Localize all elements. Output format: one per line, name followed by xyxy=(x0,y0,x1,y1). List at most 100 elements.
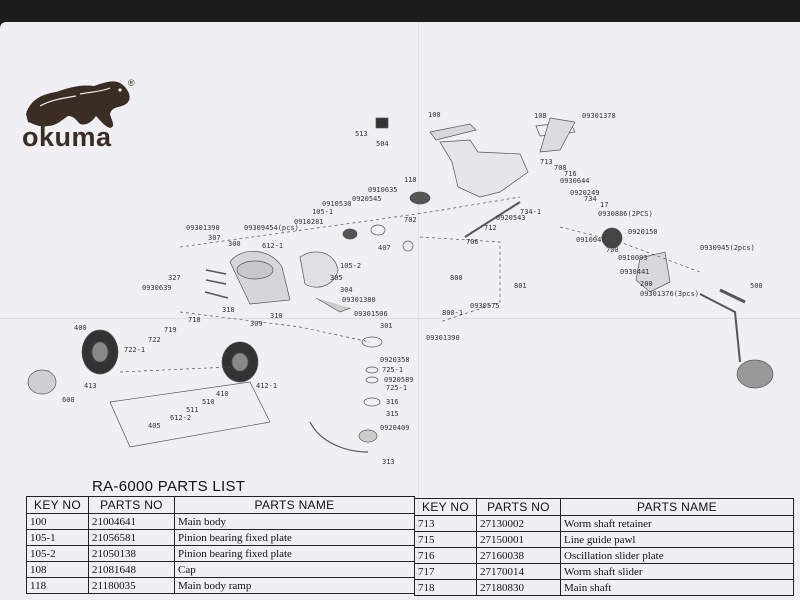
parts-list-title: RA-6000 PARTS LIST xyxy=(92,478,246,495)
page-fold-horizontal xyxy=(0,318,800,319)
parts-name-cell: Main shaft xyxy=(560,579,794,596)
parts-name-cell: Oscillation slider plate xyxy=(560,547,794,564)
callout-label: 0930639 xyxy=(142,284,172,292)
callout-label: 09309454(pcs) xyxy=(244,224,299,232)
callout-label: 105-1 xyxy=(312,208,333,216)
callout-label: 108 xyxy=(534,112,547,120)
callout-label: 412-1 xyxy=(256,382,277,390)
callout-label: 118 xyxy=(404,176,417,184)
callout-label: 200 xyxy=(640,280,653,288)
parts-name-cell: Main body ramp xyxy=(174,577,415,594)
key-cell: 718 xyxy=(414,579,477,596)
registered-mark: ® xyxy=(128,78,135,88)
exploded-parts-diagram: 100 108 09301378 513 504 713 708 716 093… xyxy=(27,111,774,466)
parts-name-cell: Main body xyxy=(174,513,415,530)
callout-label: 0920545 xyxy=(352,195,382,203)
parts-no-cell: 27180830 xyxy=(476,579,561,596)
callout-label: 0920589 xyxy=(384,376,414,384)
key-cell: 716 xyxy=(414,547,477,564)
parts-no-cell: 27170014 xyxy=(476,563,561,580)
parts-name-cell: Pinion bearing fixed plate xyxy=(174,529,415,546)
callout-label: 708 xyxy=(554,164,567,172)
callout-label: 0920409 xyxy=(380,424,410,432)
callout-label: 612-1 xyxy=(262,242,283,250)
callout-label: 0920249 xyxy=(570,189,600,197)
parts-name-cell: Worm shaft retainer xyxy=(560,515,794,532)
column-header: PARTS NO xyxy=(476,498,561,516)
callout-label: 0910093 xyxy=(618,254,648,262)
callout-label: 313 xyxy=(382,458,395,466)
brand-wordmark: okuma xyxy=(22,122,112,152)
callout-label: 600 xyxy=(62,396,75,404)
callout-label: 801 xyxy=(514,282,527,290)
callout-label: 327 xyxy=(168,274,181,282)
callout-label: 734-1 xyxy=(520,208,541,216)
callout-label: 725-1 xyxy=(386,384,407,392)
parts-no-cell: 21056581 xyxy=(88,529,175,546)
callout-label: 304 xyxy=(340,286,353,294)
callout-label: 716 xyxy=(564,170,577,178)
column-header: PARTS NAME xyxy=(560,498,794,516)
callout-label: 722 xyxy=(148,336,161,344)
callout-label: 310 xyxy=(270,312,283,320)
callout-label: 500 xyxy=(750,282,763,290)
key-cell: 118 xyxy=(26,577,89,594)
parts-name-cell: Pinion bearing fixed plate xyxy=(174,545,415,562)
callout-label: 734 xyxy=(584,195,597,203)
callout-label: 405 xyxy=(148,422,161,430)
callout-label: 712 xyxy=(484,224,497,232)
parts-name-cell: Worm shaft slider xyxy=(560,563,794,580)
callout-label: 410 xyxy=(216,390,229,398)
callout-label: 100 xyxy=(428,111,441,119)
callout-label: 0910041 xyxy=(576,236,606,244)
callout-label: 702 xyxy=(404,216,417,224)
callout-label: 309 xyxy=(250,320,263,328)
callout-label: 305 xyxy=(330,274,343,282)
callout-label: 17 xyxy=(600,201,608,209)
key-cell: 108 xyxy=(26,561,89,578)
callout-label: 407 xyxy=(378,244,391,252)
key-cell: 715 xyxy=(414,531,477,548)
callout-label: 413 xyxy=(84,382,97,390)
key-cell: 717 xyxy=(414,563,477,580)
callout-label: 0910281 xyxy=(294,218,324,226)
parts-no-cell: 21004641 xyxy=(88,513,175,530)
callout-label: 0930945(2pcs) xyxy=(700,244,755,252)
polar-bear-logo-icon xyxy=(26,81,130,128)
callout-label: 0930441 xyxy=(620,268,650,276)
callout-label: 09301390 xyxy=(426,334,460,342)
callout-label: 105-2 xyxy=(340,262,361,270)
callout-label: 318 xyxy=(222,306,235,314)
callout-label: 09301376(3pcs) xyxy=(640,290,699,298)
callout-label: 307 xyxy=(208,234,221,242)
page-fold-vertical xyxy=(418,22,420,600)
callout-label: 0930575 xyxy=(470,302,500,310)
table-header-row: KEY NO PARTS NO PARTS NAME xyxy=(414,498,794,516)
column-header: PARTS NO xyxy=(88,496,175,514)
column-header: KEY NO xyxy=(26,496,89,514)
callout-label: 316 xyxy=(386,398,399,406)
parts-no-cell: 27150001 xyxy=(476,531,561,548)
callout-label: 719 xyxy=(164,326,177,334)
parts-name-cell: Cap xyxy=(174,561,415,578)
callout-label: 0910635 xyxy=(368,186,398,194)
diagram-callout-labels: 100 108 09301378 513 504 713 708 716 093… xyxy=(62,111,763,466)
callout-label: 09301378 xyxy=(582,112,616,120)
key-cell: 105-2 xyxy=(26,545,89,562)
callout-label: 09301506 xyxy=(354,310,388,318)
callout-label: 718 xyxy=(188,316,201,324)
parts-no-cell: 27160038 xyxy=(476,547,561,564)
callout-label: 0920150 xyxy=(628,228,658,236)
parts-no-cell: 27130002 xyxy=(476,515,561,532)
parts-name-cell: Line guide pawl xyxy=(560,531,794,548)
column-header: PARTS NAME xyxy=(174,496,415,514)
callout-label: 0930644 xyxy=(560,177,590,185)
